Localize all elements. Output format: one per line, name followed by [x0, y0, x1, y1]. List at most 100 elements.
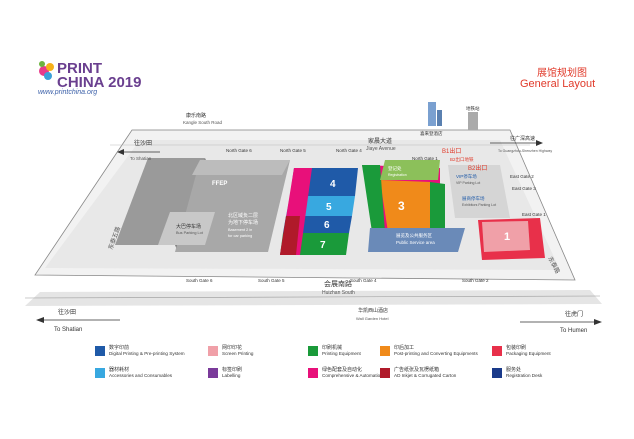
legend-label-cn: 绿色配套及自动化	[322, 366, 363, 373]
hall-7-label: 7	[320, 240, 326, 251]
metro-tower	[468, 112, 478, 130]
bus-parking-area	[158, 212, 215, 245]
dir-shatian-top-en: To Shatian	[130, 156, 152, 161]
legend-label-en: AD Inkjet & Corrugated Carton	[394, 373, 457, 378]
hotel-tower	[428, 102, 436, 126]
legend-label-cn: 印刷机械	[322, 344, 343, 351]
hall-4-label: 4	[330, 179, 336, 190]
registration-building	[380, 160, 440, 180]
public-service-cn: 展览及公共服务区	[396, 232, 432, 239]
gate-south5: South Gate 5	[258, 278, 285, 283]
arrow-to-shatian-bottom	[36, 317, 120, 323]
dir-guangshen-en: To Guangzhou-Shenzhen Highway	[498, 149, 552, 153]
legend-swatch	[380, 368, 390, 378]
legend-swatch	[308, 346, 318, 356]
legend-swatch	[208, 346, 218, 356]
dir-shatian-top-cn: 往沙田	[134, 139, 152, 147]
gate-east1: East Gate 1	[522, 212, 546, 217]
legend-swatch	[308, 368, 318, 378]
logo	[36, 55, 58, 85]
gate-east3: East Gate 3	[512, 186, 536, 191]
road-kangle-cn: 康乐南路	[186, 112, 206, 119]
legend-label-cn: 广告纸张及瓦楞纸箱	[394, 366, 440, 373]
legend-label-en: Labelling	[222, 373, 241, 378]
legend-swatch	[95, 368, 105, 378]
metro-cn: 地铁站	[466, 105, 480, 112]
bus-parking-en: Bus Parking Lot	[176, 231, 204, 235]
gate-north6: North Gate 6	[226, 148, 252, 153]
walldorf-cn: 华凯西山酒店	[358, 307, 388, 314]
hall-1-label: 1	[504, 231, 510, 243]
exhibitor-parking-cn: 展商停车场	[462, 195, 485, 202]
registration-cn: 登记处	[388, 165, 402, 172]
gate-south2: South Gate 2	[462, 278, 489, 283]
legend-label-cn: 印后加工	[394, 344, 415, 351]
logo-line1: PRINT	[57, 60, 102, 77]
hotel-top-cn: 喜来登酒店	[420, 130, 443, 137]
arrow-to-shatian-top	[117, 149, 160, 155]
vip-parking-cn: VIP停车场	[456, 173, 477, 180]
gate-north5: North Gate 5	[280, 148, 306, 153]
dir-humen-cn: 往虎门	[565, 310, 583, 318]
legend-label-en: Digital Printing & Pre-printing System	[109, 351, 185, 356]
exit-b1: B1出口	[442, 147, 461, 155]
underground-en: Basement 2 in	[228, 228, 252, 232]
road-kangle-en: Kangle South Road	[183, 120, 223, 125]
legend-label-en: Printing Equipment	[322, 351, 361, 356]
hall-5-label: 5	[326, 202, 332, 213]
logo-mark-icon	[39, 61, 54, 80]
legend-label-en: Packaging Equipment	[506, 351, 551, 356]
east-parking-area	[448, 165, 510, 218]
gate-east2: East Gate 2	[510, 174, 534, 179]
logo-text: PRINT CHINA 2019	[57, 60, 141, 90]
dir-shatian-bottom-cn: 往沙田	[58, 308, 76, 316]
legend-label-cn: 标签印刷	[222, 366, 243, 373]
legend-label-en: Accessories and Consumables	[109, 373, 173, 378]
website-link[interactable]: www.printchina.org	[38, 89, 98, 96]
dir-shatian-bottom-en: To Shatian	[54, 327, 82, 333]
underground-en2: for car parking	[228, 234, 252, 238]
walldorf-en: Wall Garden Hotel	[356, 316, 389, 321]
exhibitor-parking-en: Exhibitors Parking Lot	[462, 203, 496, 207]
gate-north4: North Gate 4	[336, 148, 362, 153]
underground-cn2: 为地下停车场	[228, 219, 258, 226]
dir-humen-en: To Humen	[560, 328, 587, 334]
public-service-area	[368, 228, 465, 252]
gate-north1: North Gate 1	[412, 156, 438, 161]
registration-en: Registration	[388, 173, 407, 177]
gate-south6: South Gate 6	[186, 278, 213, 283]
legend-label-cn: 服务处	[506, 366, 522, 373]
legend-label-en: Registration Desk	[506, 373, 543, 378]
hall-6-label: 6	[324, 220, 330, 231]
legend-swatch	[492, 346, 502, 356]
exit-b2: B2出口	[468, 164, 487, 172]
legend-label-en: Post-printing and Converting Equipments	[394, 351, 478, 356]
arrow-to-humen	[520, 319, 602, 325]
legend-label-en: Screen Printing	[222, 351, 254, 356]
legend-label-cn: 数字印前	[109, 344, 130, 351]
dir-guangshen-cn: 往广深高速	[510, 135, 535, 142]
legend-label-en: Comprehensive & Automation	[322, 373, 383, 378]
page-title-cn: 展馆规划图	[537, 68, 587, 79]
hall-3-label: 3	[398, 199, 405, 213]
